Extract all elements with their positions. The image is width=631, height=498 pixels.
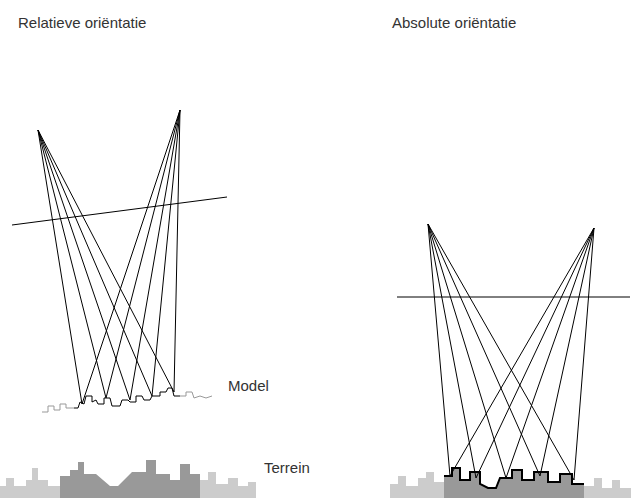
model-skyline <box>42 388 212 412</box>
absolute-orientation-rays <box>397 224 630 480</box>
relative-orientation-rays <box>12 110 227 404</box>
terrain-right <box>390 468 631 498</box>
model-label: Model <box>228 377 269 395</box>
panel-heading: Absolute oriëntatie <box>392 14 516 32</box>
terrain-label: Terrein <box>264 459 310 477</box>
terrain-left <box>0 460 256 498</box>
panel-heading: Relatieve oriëntatie <box>18 14 146 32</box>
